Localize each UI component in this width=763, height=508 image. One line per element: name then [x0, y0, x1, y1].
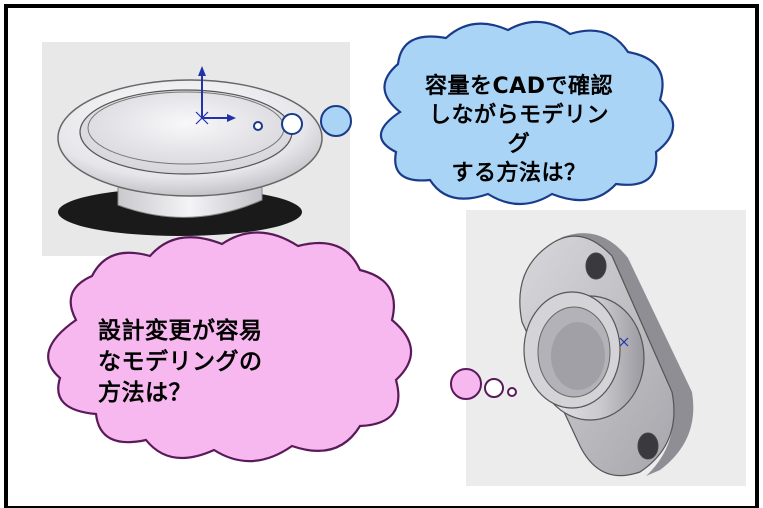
blue-thought-text: 容量をCADで確認 しながらモデリング する方法は？ [425, 74, 613, 186]
pink-thought-text: 設計変更が容易 なモデリングの 方法は？ [98, 318, 263, 406]
slide-frame [4, 4, 759, 508]
cad-bowl-model-icon [42, 42, 350, 256]
blue-thought-cloud [253, 20, 675, 205]
pink-thought-cloud [47, 231, 517, 463]
cad-flange-model-icon [466, 210, 746, 486]
